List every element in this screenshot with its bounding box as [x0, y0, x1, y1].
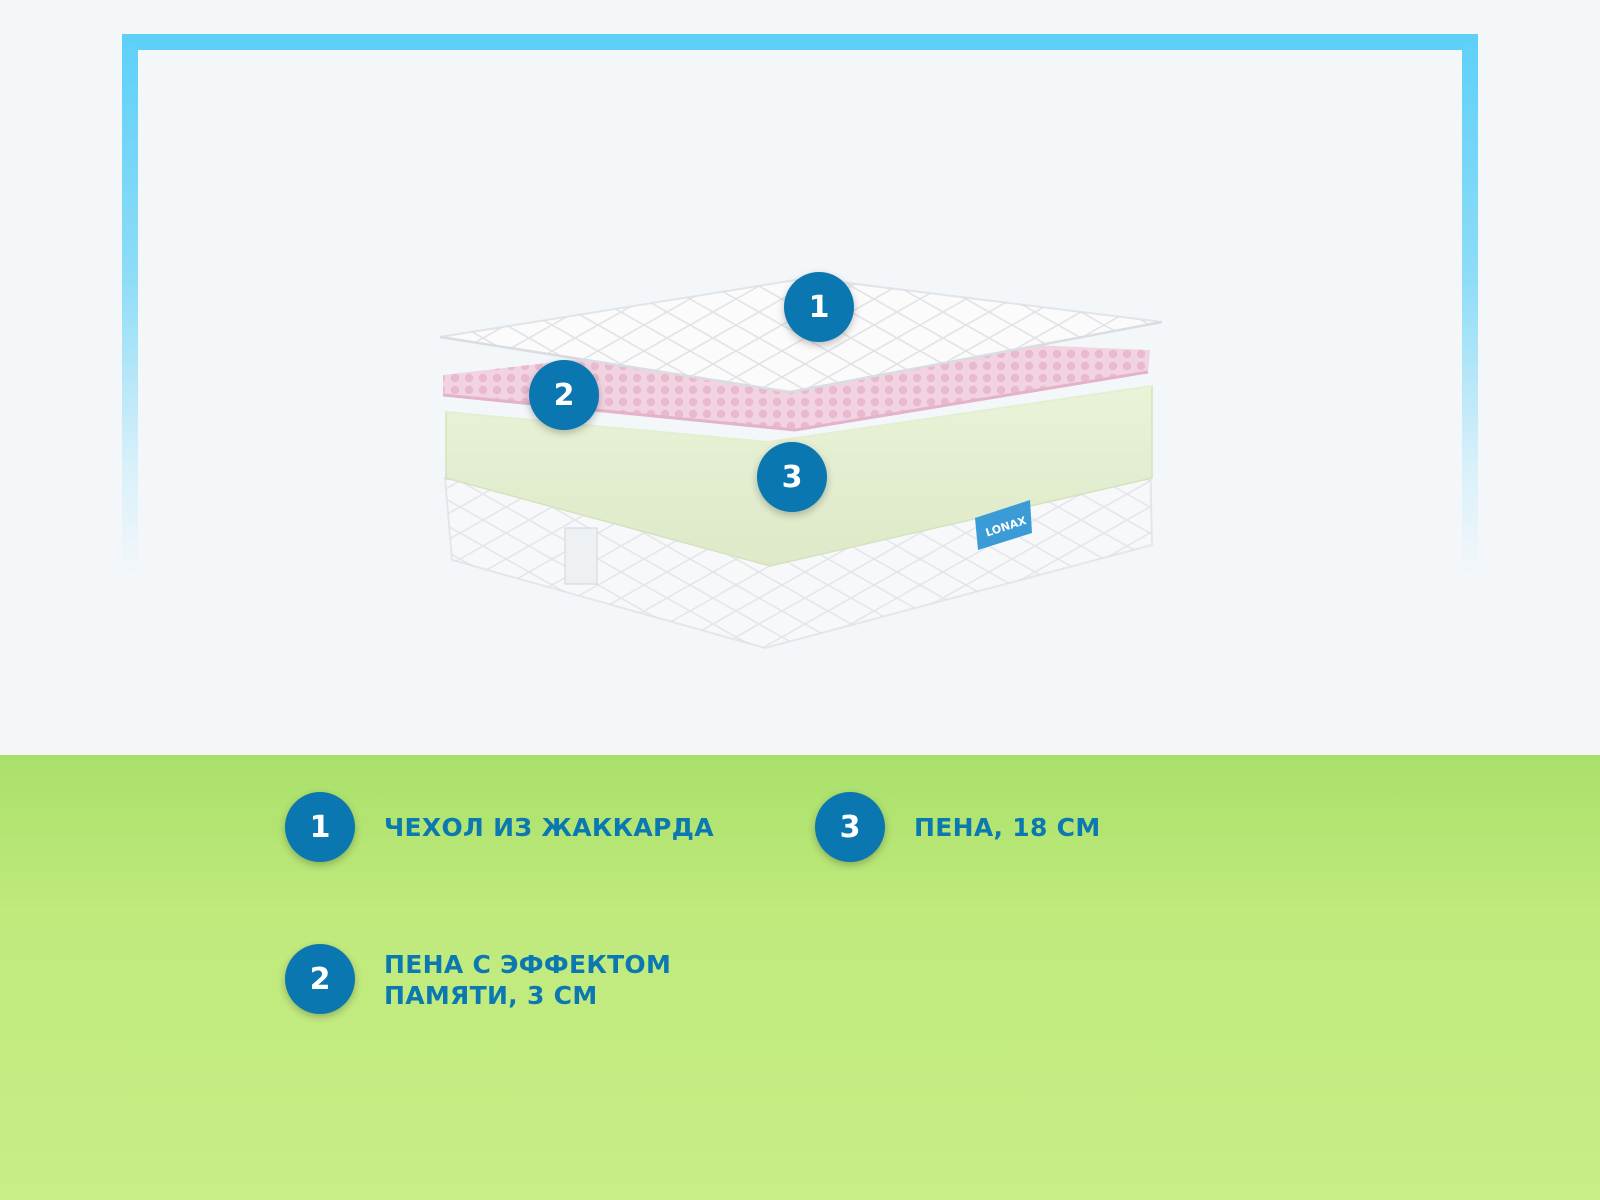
features-legend: 1 ЧЕХОЛ ИЗ ЖАККАРДА 2 ПЕНА С ЭФФЕКТОМ ПА…	[0, 755, 1600, 1200]
marker-2-badge: 2	[529, 360, 599, 430]
marker-3-badge: 3	[757, 442, 827, 512]
feature-2-label: ПЕНА С ЭФФЕКТОМ ПАМЯТИ, 3 СМ	[384, 950, 672, 1010]
feature-3-label: ПЕНА, 18 СМ	[914, 813, 1101, 842]
feature-3-badge: 3	[815, 792, 885, 862]
frame-top-bar	[122, 34, 1478, 50]
decorative-frame	[122, 34, 1478, 579]
marker-1-number: 1	[808, 289, 830, 325]
brand-tag: LONAX	[975, 500, 1032, 550]
mattress-layers-illustration: LONAX	[439, 276, 1163, 650]
feature-1-label: ЧЕХОЛ ИЗ ЖАККАРДА	[384, 813, 714, 842]
marker-3-number: 3	[781, 459, 803, 495]
frame-right-bar	[1462, 34, 1478, 579]
product-image-area: LONAX 1 2 3	[122, 34, 1478, 650]
feature-1-badge: 1	[285, 792, 355, 862]
marker-1-badge: 1	[784, 272, 854, 342]
marker-2-number: 2	[553, 377, 575, 413]
feature-3-number: 3	[839, 809, 861, 845]
feature-2-number: 2	[309, 961, 331, 997]
feature-1-number: 1	[309, 809, 331, 845]
feature-2-badge: 2	[285, 944, 355, 1014]
frame-left-bar	[122, 34, 138, 579]
